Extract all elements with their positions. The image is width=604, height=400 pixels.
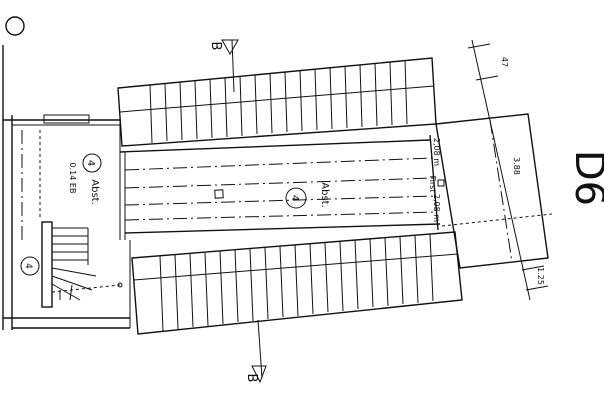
section-label-top: B bbox=[208, 42, 223, 51]
first-label: First bbox=[428, 176, 437, 193]
level-label-lower: 2,08 m bbox=[432, 194, 441, 222]
room-name: Abst. bbox=[89, 179, 100, 205]
lower-roof-element bbox=[131, 231, 463, 335]
room-number-center: 4 bbox=[289, 195, 300, 201]
room-number: 4 bbox=[85, 160, 96, 166]
level-marker bbox=[437, 179, 445, 187]
dimension-top: 47 bbox=[500, 57, 509, 67]
stair-room-number: 4 bbox=[23, 263, 33, 269]
level-label-upper: 2,08 m bbox=[432, 138, 441, 166]
upper-roof-element bbox=[117, 57, 437, 147]
dimension-bottom: 1.25 bbox=[536, 267, 545, 285]
right-annex bbox=[435, 113, 553, 269]
room-name-center: Abst. bbox=[319, 182, 330, 208]
dimension-chain bbox=[467, 39, 549, 301]
dimension-middle: 3.88 bbox=[512, 157, 521, 175]
sheet-id: D6 bbox=[566, 150, 604, 206]
stair-room-number-circle bbox=[20, 256, 40, 276]
section-marker-top: B bbox=[208, 39, 239, 93]
staircase bbox=[41, 221, 123, 308]
section-label-bottom: B bbox=[244, 374, 259, 383]
corner-circle bbox=[5, 16, 25, 36]
room-number-circle-center bbox=[285, 187, 307, 209]
section-marker-bottom: B bbox=[244, 319, 267, 384]
central-hall bbox=[119, 134, 441, 240]
room-code: 0.14 EB bbox=[68, 163, 77, 194]
left-wall bbox=[2, 45, 131, 330]
room-number-circle bbox=[82, 153, 102, 173]
